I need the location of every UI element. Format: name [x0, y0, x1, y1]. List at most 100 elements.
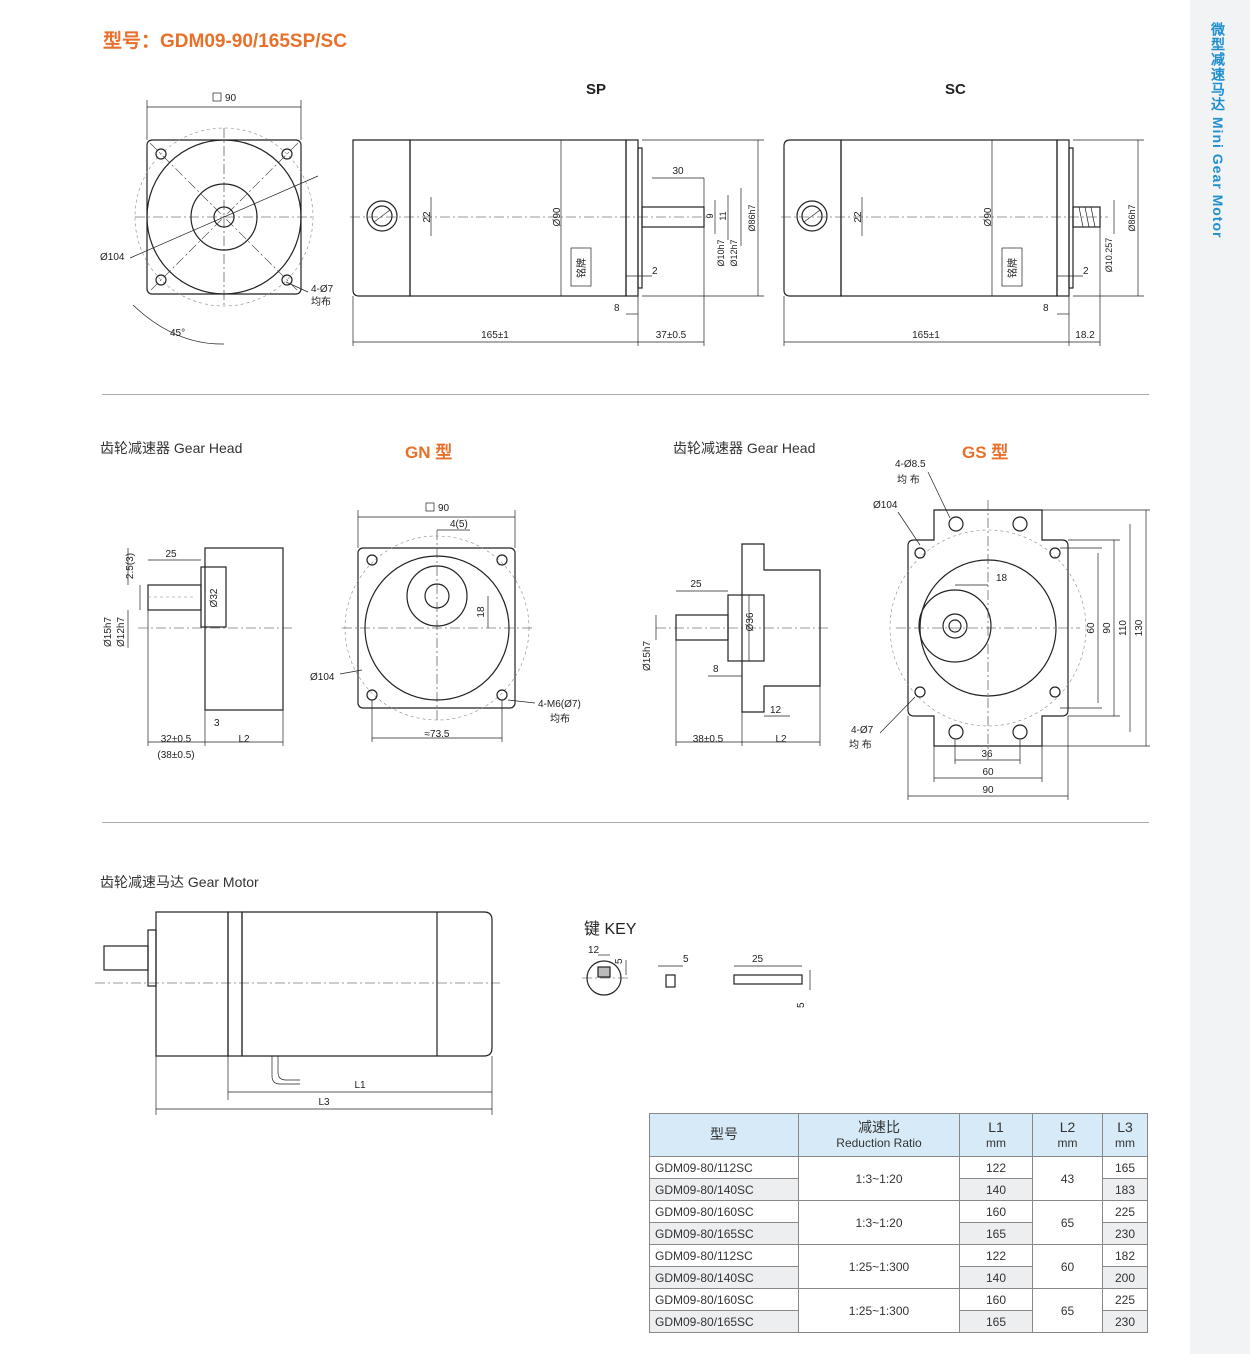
sp-dim-9: 9: [705, 213, 715, 218]
gs-front-even-top: 均 布: [897, 474, 920, 486]
gs-front-110v: 110: [1118, 620, 1129, 636]
gn-dim-32: Ø32: [209, 588, 220, 607]
sc-dim-2: 2: [1083, 266, 1089, 277]
gs-front-holes-bottom: 4-Ø7: [851, 725, 874, 736]
sc-side-view: 铭牌 22 Ø90 Ø10.257 Ø86h7 2 8 165±1 18.2: [781, 139, 1144, 346]
sp-dim-shaft-12: Ø12h7: [729, 239, 739, 266]
gs-front-even-bottom: 均 布: [849, 739, 872, 751]
sc-dim-22: 22: [853, 211, 864, 223]
cell-l1: 140: [959, 1266, 1033, 1289]
cell-model: GDM09-80/140SC: [649, 1178, 799, 1201]
cell-l1: 165: [959, 1222, 1033, 1245]
cell-l3: 165: [1102, 1156, 1148, 1179]
sc-view-label: SC: [945, 81, 966, 98]
front-angle-dim: 45°: [170, 328, 185, 339]
front-even-note: 均布: [311, 296, 331, 308]
gs-front-130v: 130: [1134, 619, 1145, 636]
cell-l1: 160: [959, 1200, 1033, 1223]
sp-dim-pilot-86: Ø86h7: [747, 204, 757, 231]
sc-dim-8: 8: [1043, 303, 1049, 314]
sp-dim-shaft-10: Ø10h7: [716, 239, 726, 266]
section-divider-1: [102, 394, 1149, 395]
gn-dim-38-05: (38±0.5): [157, 750, 194, 761]
gs-front-60h: 60: [982, 767, 994, 778]
header-model: 型号: [649, 1113, 799, 1157]
sp-dim-30: 30: [672, 166, 684, 177]
gn-front-offset-dim: 4(5): [450, 519, 468, 530]
gs-dim-12: 12: [770, 705, 782, 716]
gear-motor-view: L1 L3: [95, 911, 500, 1115]
gs-dim-8: 8: [713, 664, 719, 675]
gn-front-dia104: Ø104: [310, 672, 335, 683]
key-dim-5c: 5: [796, 1002, 807, 1008]
table-row: GDM09-80/140SC 140 200: [649, 1266, 1148, 1289]
front-dia104-dim: Ø104: [100, 252, 125, 263]
side-category-label: 微型减速马达 Mini Gear Motor: [1210, 22, 1226, 239]
sc-dim-shaft: Ø10.257: [1104, 238, 1114, 273]
cell-l3: 230: [1102, 1222, 1148, 1245]
gn-side-view: 25 2.5(3) Ø32 Ø15h7 Ø12h7 3 32±0.5 (38±0…: [103, 547, 292, 761]
gs-front-view: 4-Ø8.5 均 布 Ø104 18 60 90 110 130 4-Ø7 均 …: [849, 459, 1150, 800]
sc-dim-length: 165±1: [912, 330, 940, 341]
cell-l1: 140: [959, 1178, 1033, 1201]
gs-section-label: 齿轮减速器 Gear Head: [673, 440, 816, 456]
key-dim-5b: 5: [683, 954, 689, 965]
gear-motor-section-label: 齿轮减速马达 Gear Motor: [100, 874, 259, 890]
gn-dim-2-5: 2.5(3): [125, 553, 136, 579]
cell-l2: 60: [1032, 1244, 1103, 1289]
gs-front-60v: 60: [1086, 622, 1097, 634]
cell-l2: 65: [1032, 1200, 1103, 1245]
cell-l1: 160: [959, 1288, 1033, 1311]
table-row: GDM09-80/160SC 1:3~1:20 160 65 225: [649, 1200, 1148, 1245]
cell-l2: 65: [1032, 1288, 1103, 1333]
gs-side-view: 25 Ø36 Ø15h7 8 12 38±0.5 L2: [642, 543, 830, 746]
gs-dim-36: Ø36: [745, 612, 756, 631]
cell-l3: 183: [1102, 1178, 1148, 1201]
front-holes-dim: 4-Ø7: [311, 284, 334, 295]
sp-side-view: 铭牌 22 Ø90 30 9 11 Ø10h7 Ø12h7 Ø86h7 2 8 …: [350, 139, 764, 346]
cell-ratio: 1:25~1:300: [798, 1288, 960, 1333]
cell-model: GDM09-80/160SC: [649, 1200, 799, 1223]
cell-l2: 43: [1032, 1156, 1103, 1201]
sp-view-label: SP: [586, 81, 607, 98]
cell-l3: 225: [1102, 1288, 1148, 1311]
cell-model: GDM09-80/112SC: [649, 1156, 799, 1179]
gn-front-view: 90 4(5) 18 Ø104 4-M6(Ø7) 均布 ≈73.5: [310, 502, 581, 742]
gn-dim-25: 25: [165, 549, 177, 560]
table-row: GDM09-80/165SC 165 230: [649, 1222, 1148, 1245]
gs-front-holes-top: 4-Ø8.5: [895, 459, 926, 470]
gs-front-90h: 90: [982, 785, 994, 796]
gn-dim-32-05: 32±0.5: [161, 734, 192, 745]
gn-front-holes: 4-M6(Ø7): [538, 699, 581, 710]
key-section-label: 键 KEY: [584, 921, 637, 938]
sp-dim-11: 11: [718, 211, 728, 220]
cell-model: GDM09-80/160SC: [649, 1288, 799, 1311]
side-strip: 微型减速马达 Mini Gear Motor: [1190, 0, 1250, 1354]
sp-dim-8: 8: [614, 303, 620, 314]
gs-front-36h: 36: [981, 749, 993, 760]
cell-l3: 225: [1102, 1200, 1148, 1223]
gn-section-label: 齿轮减速器 Gear Head: [100, 440, 243, 456]
sp-dim-length: 165±1: [481, 330, 509, 341]
sc-dim-90: Ø90: [983, 207, 994, 226]
sp-dim-22: 22: [422, 211, 433, 223]
cell-l3: 230: [1102, 1310, 1148, 1333]
key-dim-12: 12: [588, 945, 600, 956]
gn-front-73-5: ≈73.5: [425, 729, 450, 740]
cell-model: GDM09-80/112SC: [649, 1244, 799, 1267]
gn-dim-l2: L2: [238, 734, 250, 745]
gear-motor-l1: L1: [354, 1080, 366, 1091]
key-dim-25: 25: [752, 954, 764, 965]
section-divider-2: [102, 822, 1149, 823]
cell-ratio: 1:3~1:20: [798, 1156, 960, 1201]
gn-dim-15: Ø15h7: [103, 617, 114, 647]
key-drawings: 12 5 5 25 5: [582, 945, 811, 1008]
cell-model: GDM09-80/165SC: [649, 1222, 799, 1245]
sc-dim-shaft-length: 18.2: [1075, 330, 1095, 341]
